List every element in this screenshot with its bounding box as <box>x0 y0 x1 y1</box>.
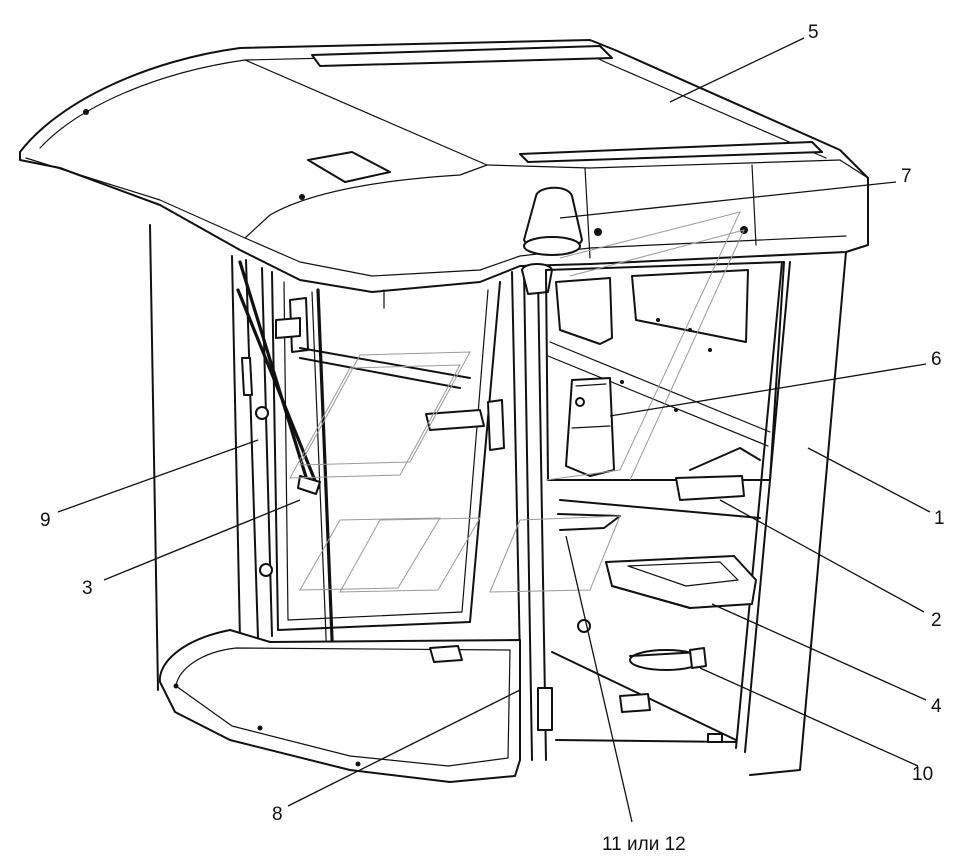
callout-labels: 1 2 3 4 5 6 7 8 9 10 11 или 12 <box>40 22 945 855</box>
callout-1: 1 <box>934 508 945 529</box>
callout-5: 5 <box>808 22 819 43</box>
glass-reflection <box>289 211 745 593</box>
interior-lamp-box <box>565 377 615 477</box>
callout-3: 3 <box>82 578 93 599</box>
leader-lines <box>57 37 931 823</box>
door-pillar <box>511 263 553 761</box>
callout-10: 10 <box>912 764 933 785</box>
interior-fittings-left <box>275 289 505 451</box>
callout-8: 8 <box>272 804 283 825</box>
left-door-frame <box>231 255 501 643</box>
clamp-holder <box>629 647 707 671</box>
wiper-assembly <box>236 260 336 690</box>
callout-7: 7 <box>901 166 912 187</box>
cab-roof <box>19 39 869 293</box>
callout-2: 2 <box>931 610 942 631</box>
callout-6: 6 <box>931 349 942 370</box>
shelf-bracket <box>557 447 761 531</box>
callout-11: 11 или 12 <box>602 834 686 855</box>
callout-4: 4 <box>931 696 942 717</box>
callout-9: 9 <box>40 510 51 531</box>
rear-wall <box>545 261 785 481</box>
cab-floor <box>158 629 521 783</box>
lower-compartment <box>551 619 737 743</box>
cab-body-shell <box>149 224 847 776</box>
tray <box>605 555 757 609</box>
beacon-lamp <box>523 186 583 256</box>
